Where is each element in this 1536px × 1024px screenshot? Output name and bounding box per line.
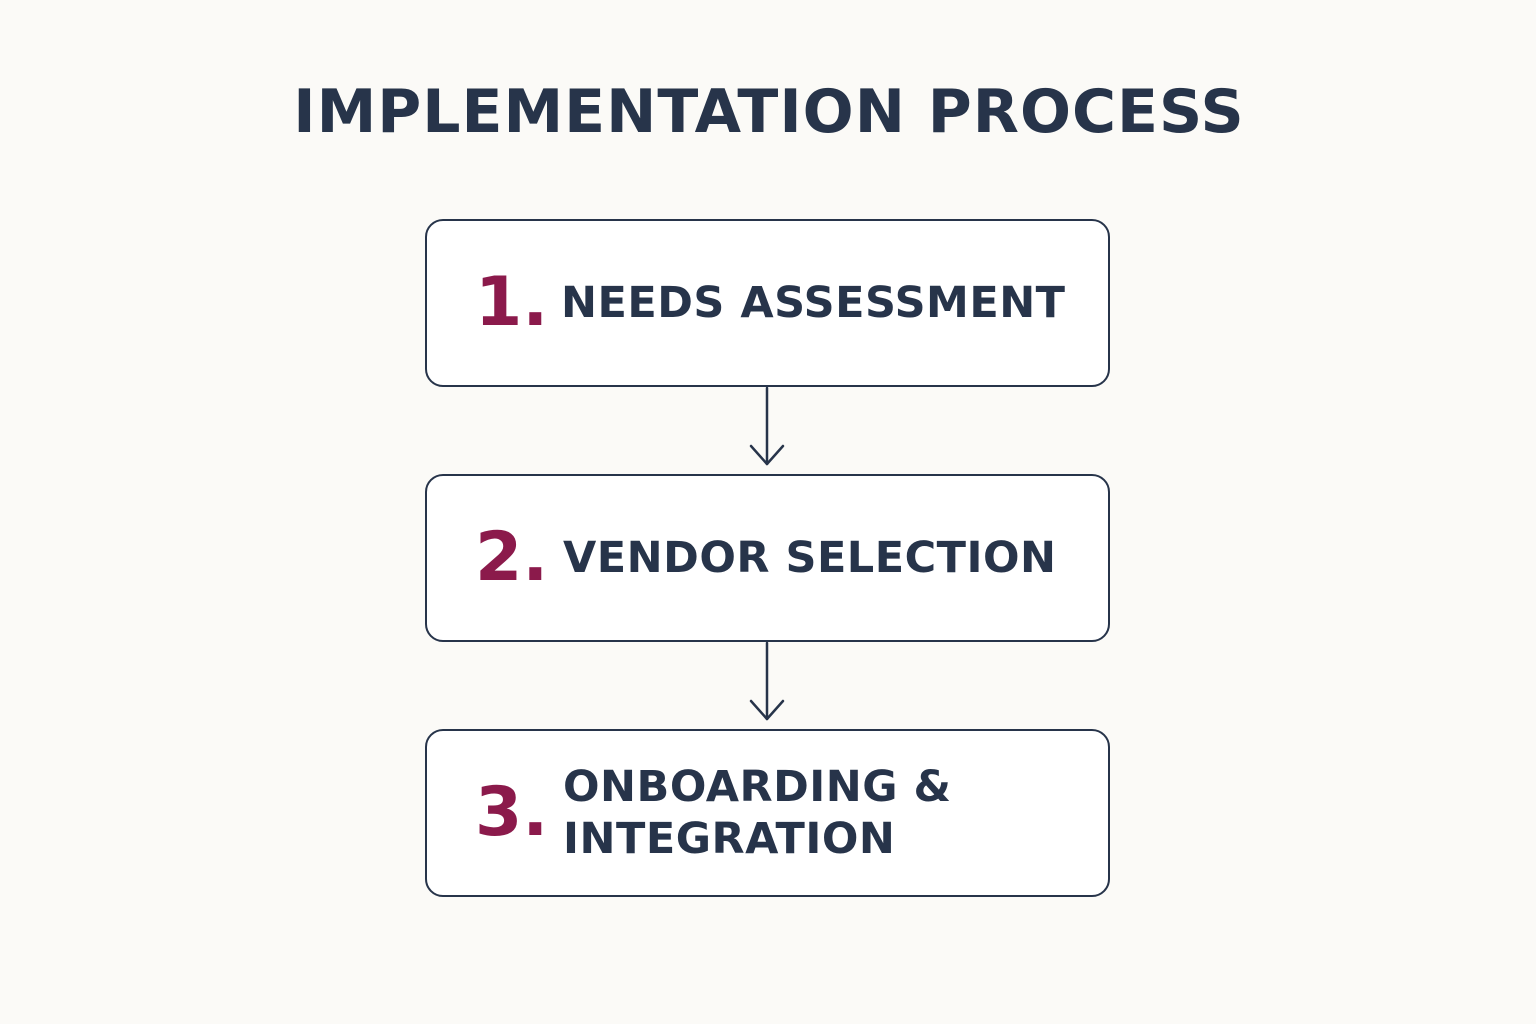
step-label: VENDOR SELECTION (563, 532, 1057, 583)
step-box-onboarding-integration: 3. ONBOARDING & INTEGRATION (425, 729, 1110, 897)
step-number: 2. (475, 518, 549, 597)
step-number: 3. (475, 773, 549, 852)
arrow-down-icon (749, 386, 785, 466)
step-box-vendor-selection: 2. VENDOR SELECTION (425, 474, 1110, 642)
step-label: NEEDS ASSESSMENT (561, 277, 1066, 328)
diagram-title: IMPLEMENTATION PROCESS (293, 77, 1245, 147)
step-box-needs-assessment: 1. NEEDS ASSESSMENT (425, 219, 1110, 387)
step-label: ONBOARDING & INTEGRATION (563, 761, 952, 864)
arrow-down-icon (749, 641, 785, 721)
step-number: 1. (475, 263, 549, 342)
